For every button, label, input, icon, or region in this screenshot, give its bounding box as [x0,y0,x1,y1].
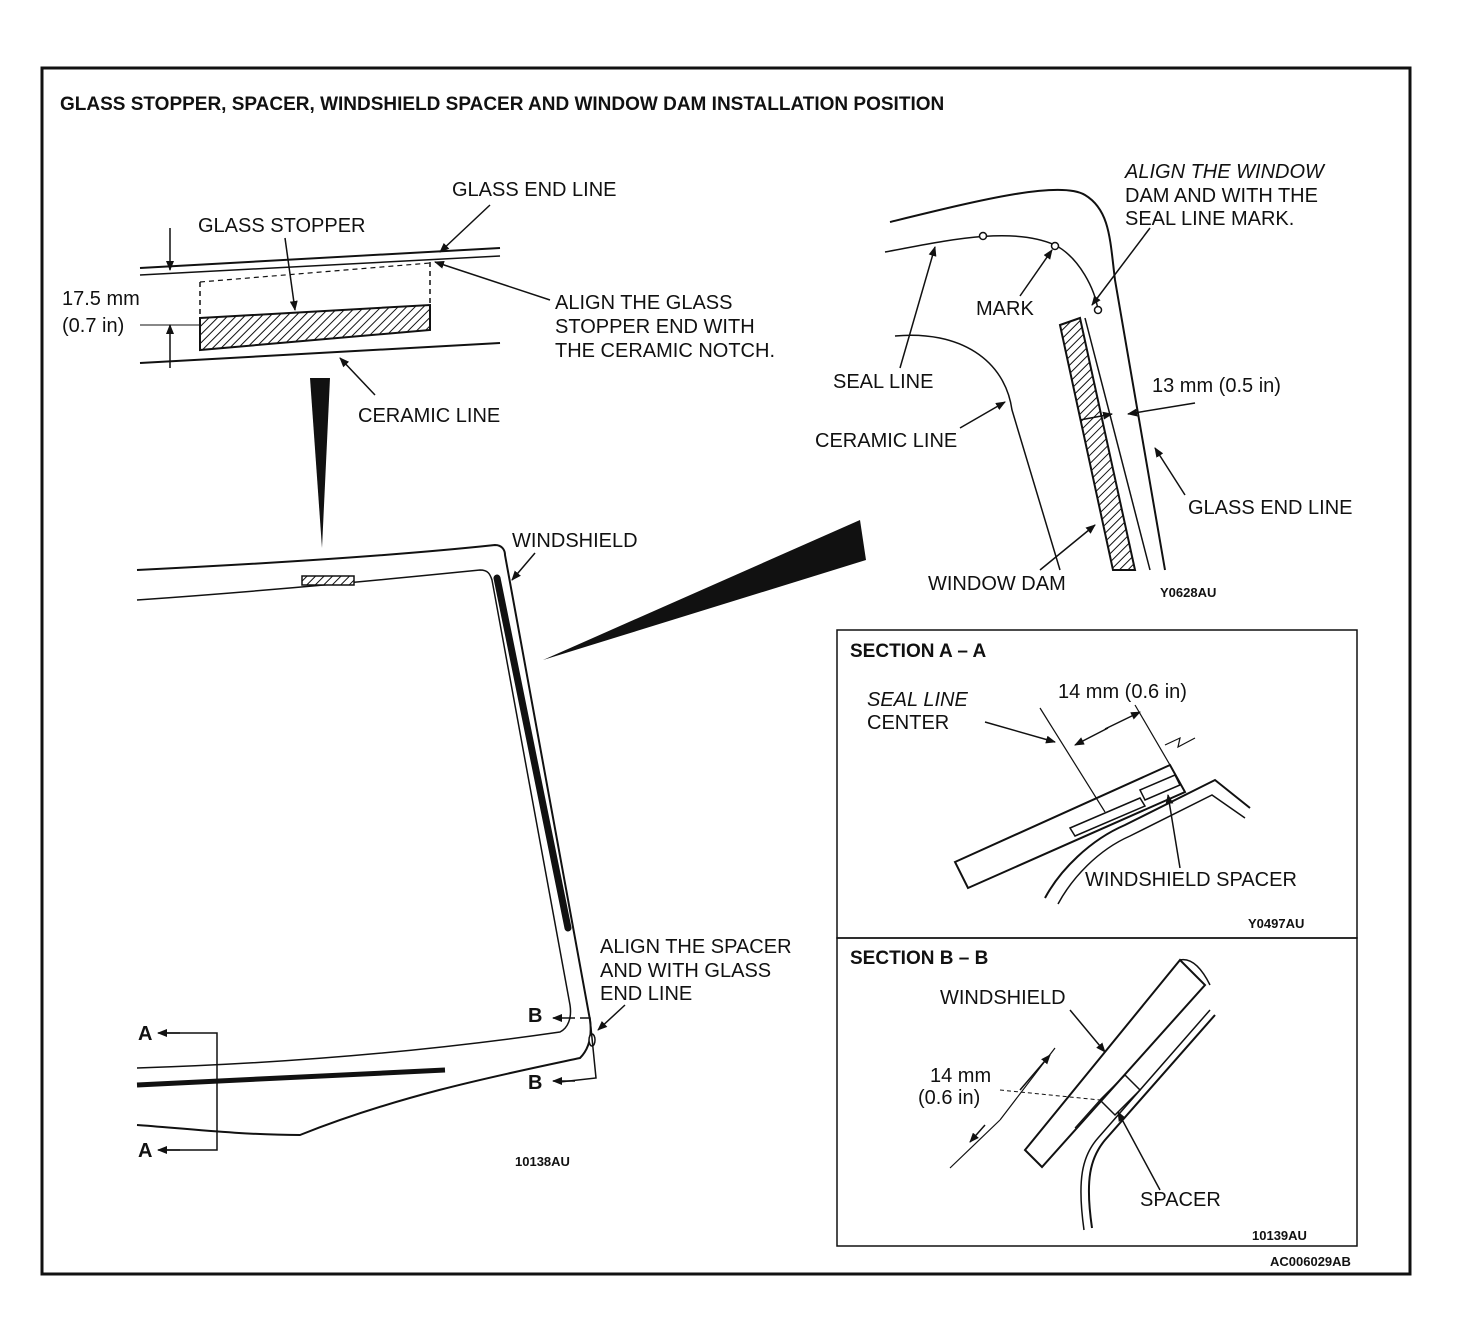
label-spacer-note-3: END LINE [600,983,692,1005]
label-section-b-dimension-mm: 14 mm [930,1065,991,1087]
code-section-a: Y0497AU [1248,916,1304,931]
label-ceramic-line: CERAMIC LINE [358,405,500,427]
label-mark: MARK [976,298,1034,320]
outer-border [40,66,1412,1276]
code-window-dam: Y0628AU [1160,585,1216,600]
windshield-dam [493,574,572,932]
label-a-upper: A [138,1023,152,1045]
label-dimension-in: (0.7 in) [62,315,124,337]
dam-pointer-wedge [543,520,866,660]
label-seal-line-center-2: CENTER [867,712,949,734]
label-dimension-mm: 17.5 mm [62,288,140,310]
windshield-view: WINDSHIELD ALIGN THE SPACER AND WITH GLA… [136,530,792,1169]
windshield-bottom-strip [136,1067,446,1088]
label-glass-stopper: GLASS STOPPER [198,215,365,237]
label-glass-end-line: GLASS END LINE [452,179,617,201]
label-spacer-note-2: AND WITH GLASS [600,960,771,982]
label-section-b-windshield: WINDSHIELD [940,987,1066,1009]
glass-stopper-shape [199,303,431,352]
label-align-dam-3: SEAL LINE MARK. [1125,208,1294,230]
label-section-b-dimension-in: (0.6 in) [918,1087,980,1109]
label-b-upper: B [528,1005,542,1027]
figure-code: AC006029AB [1270,1254,1351,1269]
label-b-lower: B [528,1072,542,1094]
label-window-dam: WINDOW DAM [928,573,1066,595]
section-b-panel: SECTION B – B WINDSHIELD 14 mm (0.6 in) … [836,937,1358,1247]
windshield-stopper [301,575,355,586]
window-dam-shape [1058,316,1137,571]
window-dam-detail: ALIGN THE WINDOW DAM AND WITH THE SEAL L… [815,161,1353,600]
label-dam-glass-end-line: GLASS END LINE [1188,497,1353,519]
label-section-a-dimension: 14 mm (0.6 in) [1058,681,1187,703]
label-spacer-note-1: ALIGN THE SPACER [600,936,792,958]
label-seal-line: SEAL LINE [833,371,933,393]
code-section-b: 10139AU [1252,1228,1307,1243]
section-a-panel: SECTION A – A SEAL LINE CENTER 14 mm (0.… [836,629,1358,939]
detail-pointer-wedge [310,378,330,548]
label-spacer: SPACER [1140,1189,1221,1211]
label-align-stopper-2: STOPPER END WITH [555,316,755,338]
label-windshield: WINDSHIELD [512,530,638,552]
label-dam-ceramic-line: CERAMIC LINE [815,430,957,452]
label-dam-dimension: 13 mm (0.5 in) [1152,375,1281,397]
label-align-stopper-1: ALIGN THE GLASS [555,292,732,314]
label-a-lower: A [138,1140,152,1162]
code-windshield: 10138AU [515,1154,570,1169]
label-align-dam-1: ALIGN THE WINDOW [1124,161,1326,183]
page-title: GLASS STOPPER, SPACER, WINDSHIELD SPACER… [60,94,944,115]
label-align-dam-2: DAM AND WITH THE [1125,185,1318,207]
label-windshield-spacer: WINDSHIELD SPACER [1085,869,1297,891]
glass-stopper-detail: GLASS END LINE GLASS STOPPER 17.5 mm (0.… [62,179,775,427]
section-a-title: SECTION A – A [850,641,986,662]
section-b-title: SECTION B – B [850,948,988,969]
label-align-stopper-3: THE CERAMIC NOTCH. [555,340,775,362]
label-seal-line-center-1: SEAL LINE [867,689,968,711]
